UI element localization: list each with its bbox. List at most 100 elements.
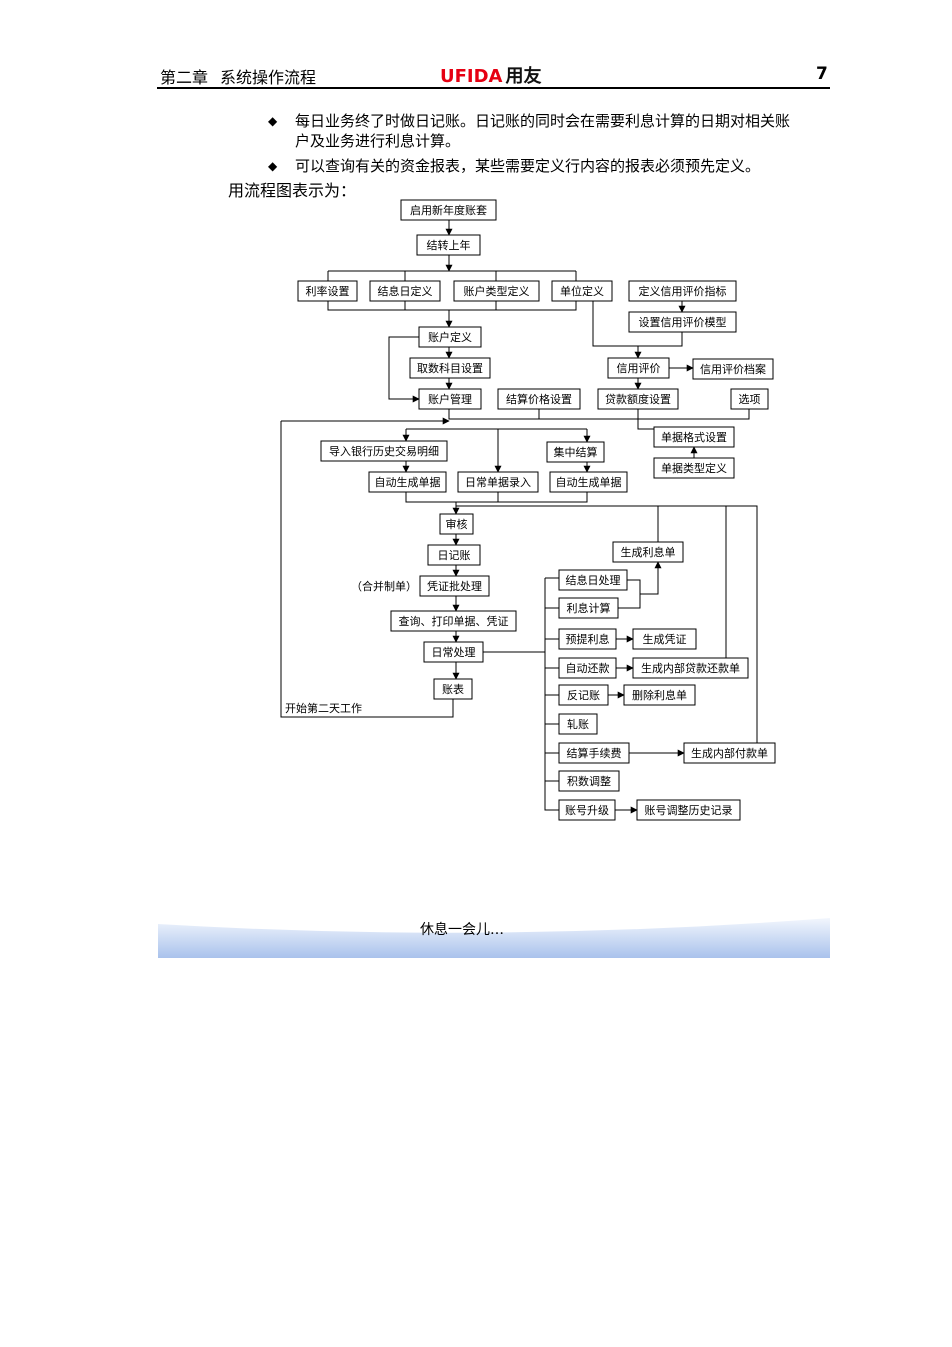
flow-connector xyxy=(327,301,577,311)
bullet-continuation: 户及业务进行利息计算。 xyxy=(295,131,460,151)
flow-node-points-adjust: 积数调整 xyxy=(558,770,620,792)
flow-node-label: 轧账 xyxy=(567,717,589,731)
flow-node-label: 设置信用评价模型 xyxy=(639,315,727,329)
flow-node-gen-internal-repay: 生成内部贷款还款单 xyxy=(632,657,749,679)
flow-node-journal: 日记账 xyxy=(427,544,481,566)
flow-node-label: 自动生成单据 xyxy=(556,475,622,489)
flow-node-label: 凭证批处理 xyxy=(427,579,482,593)
intro-text: 用流程图表示为： xyxy=(228,181,357,200)
flow-node-label: 账表 xyxy=(442,682,464,696)
bullet-text: 可以查询有关的资金报表，某些需要定义行内容的报表必须预先定义。 xyxy=(295,157,761,175)
flow-node-acct-def: 账户定义 xyxy=(418,326,482,348)
flow-node-label: 日记账 xyxy=(438,549,471,562)
flow-connector xyxy=(405,492,588,503)
flow-node-label: 生成内部付款单 xyxy=(691,746,768,760)
flow-node-auto-repay: 自动还款 xyxy=(558,657,617,679)
flow-connector xyxy=(640,561,662,595)
flow-node-label: 结算手续费 xyxy=(567,746,622,760)
flow-node-label: 账号调整历史记录 xyxy=(645,803,733,817)
flow-node-label: 结算价格设置 xyxy=(506,392,572,406)
flow-connector xyxy=(592,301,638,347)
flow-node-subject-setup: 取数科目设置 xyxy=(409,357,491,379)
flow-connector xyxy=(634,332,683,359)
section-title: 系统操作流程 xyxy=(220,68,317,87)
bullet-text: 每日业务终了时做日记账。日记账的同时会在需要利息计算的日期对相关账 xyxy=(295,112,791,130)
bullet-icon: ◆ xyxy=(268,114,278,128)
flow-connector xyxy=(280,421,454,718)
flow-node-label: 账户类型定义 xyxy=(464,284,530,298)
flow-node-label: 日常单据录入 xyxy=(465,475,531,489)
flow-node-credit-eval: 信用评价 xyxy=(607,357,670,379)
flow-node-interest-day-def: 结息日定义 xyxy=(369,280,441,302)
flow-connector xyxy=(544,578,559,811)
flow-node-label: 利率设置 xyxy=(306,284,350,298)
bullet-item: ◆ 可以查询有关的资金报表，某些需要定义行内容的报表必须预先定义。 xyxy=(268,156,761,176)
flow-node-loan-limit: 贷款额度设置 xyxy=(597,388,679,410)
flow-node-label: 审核 xyxy=(446,517,468,531)
flow-node-label: 结息日处理 xyxy=(566,573,621,587)
flow-node-label: 账户定义 xyxy=(428,330,472,344)
flow-node-rate-setup: 利率设置 xyxy=(297,280,358,302)
flow-node-interest-day-proc: 结息日处理 xyxy=(558,569,628,591)
flow-node-import-bank: 导入银行历史交易明细 xyxy=(320,440,448,462)
flow-node-credit-archive: 信用评价档案 xyxy=(692,358,774,380)
flow-node-label: 定义信用评价指标 xyxy=(639,284,727,298)
flow-node-label: 利息计算 xyxy=(567,601,611,615)
bullet-text: 户及业务进行利息计算。 xyxy=(295,132,461,150)
flow-connector xyxy=(448,409,750,420)
flow-node-voucher-batch: 凭证批处理 xyxy=(419,575,490,597)
flow-node-label: 自动还款 xyxy=(566,661,610,675)
bullet-icon: ◆ xyxy=(268,159,278,173)
flow-node-label: 自动生成单据 xyxy=(375,475,441,489)
flow-node-central-settle: 集中结算 xyxy=(546,441,605,463)
flow-node-interest-calc: 利息计算 xyxy=(558,597,619,619)
flow-node-label: 积数调整 xyxy=(567,774,611,788)
flow-node-label: 单据类型定义 xyxy=(661,461,727,475)
flow-node-credit-index-def: 定义信用评价指标 xyxy=(628,280,737,302)
running-header: 第二章系统操作流程 xyxy=(160,64,328,88)
flow-node-daily-bill-entry: 日常单据录入 xyxy=(457,471,539,493)
flow-node-query-print: 查询、打印单据、凭证 xyxy=(390,610,517,632)
flow-node-carry-over: 结转上年 xyxy=(416,234,481,256)
flow-node-bill-type-def: 单据类型定义 xyxy=(653,457,735,479)
flow-node-delete-interest-bill: 删除利息单 xyxy=(623,684,696,706)
flow-node-reverse-journal: 反记账 xyxy=(558,684,609,706)
flow-node-acct-upgrade: 账号升级 xyxy=(558,799,616,821)
flow-node-label: 取数科目设置 xyxy=(417,361,483,375)
page-number: 7 xyxy=(816,64,828,84)
flow-node-unit-def: 单位定义 xyxy=(551,280,613,302)
flow-node-audit: 审核 xyxy=(439,513,474,535)
flow-node-label: 导入银行历史交易明细 xyxy=(329,444,439,458)
flow-label-merge-note: （合并制单） xyxy=(351,579,417,593)
brand-latin: UFIDA xyxy=(440,66,503,87)
flow-connector xyxy=(388,336,420,403)
flow-node-gen-voucher: 生成凭证 xyxy=(632,628,697,650)
brand-cn: 用友 xyxy=(505,66,542,87)
flow-node-acct-type-def: 账户类型定义 xyxy=(453,280,540,302)
flow-node-auto-bill-1: 自动生成单据 xyxy=(368,471,447,493)
flow-node-credit-model: 设置信用评价模型 xyxy=(628,311,737,333)
flow-node-label: 账号升级 xyxy=(565,804,609,817)
flow-node-label: 信用评价 xyxy=(617,362,661,375)
flow-node-settle-fee: 结算手续费 xyxy=(558,742,630,764)
flow-node-accrue-interest: 预提利息 xyxy=(558,628,617,650)
flow-node-label: 集中结算 xyxy=(554,445,598,459)
flow-node-new-year: 启用新年度账套 xyxy=(400,199,497,221)
flow-node-label: 选项 xyxy=(739,393,761,406)
flow-node-reports: 账表 xyxy=(433,678,473,700)
flow-node-label: 贷款额度设置 xyxy=(605,392,671,406)
flow-node-options: 选项 xyxy=(730,388,769,410)
flow-node-label: 生成凭证 xyxy=(643,632,687,646)
flow-node-label: 结转上年 xyxy=(427,238,471,252)
flow-node-gen-internal-pay: 生成内部付款单 xyxy=(683,742,776,764)
footer-band xyxy=(158,918,830,958)
flow-node-label: 启用新年度账套 xyxy=(410,203,487,217)
flow-connector xyxy=(456,505,758,743)
footer-text: 休息一会儿… xyxy=(420,922,504,938)
flow-node-label: 生成内部贷款还款单 xyxy=(641,661,740,675)
flow-node-label: 日常处理 xyxy=(432,646,476,659)
flow-node-label: 生成利息单 xyxy=(621,545,676,559)
flow-node-label: 信用评价档案 xyxy=(700,362,766,376)
